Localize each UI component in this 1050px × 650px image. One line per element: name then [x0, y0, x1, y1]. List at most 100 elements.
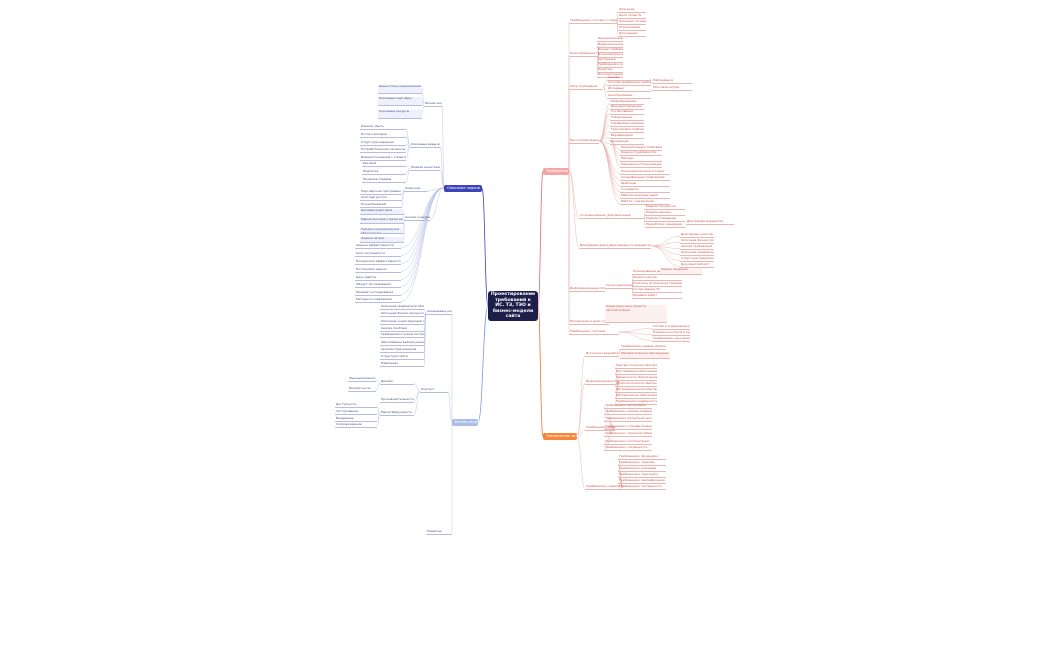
topic-node[interactable]: Диаграммы вариантов — [686, 220, 734, 225]
topic-node[interactable]: Ключевые партнёры — [378, 97, 422, 106]
topic-node[interactable]: Нефункциональные — [597, 43, 623, 48]
topic-node[interactable]: Метрологическое обеспечение — [615, 382, 657, 387]
topic-node[interactable]: Оценка эффективности — [355, 244, 401, 249]
topic-node[interactable]: Диаграммы классов — [680, 233, 714, 238]
topic-node[interactable]: Формализация — [606, 214, 644, 219]
topic-node[interactable]: Организационное обеспечение — [615, 388, 657, 393]
topic-node[interactable]: Каналы сбыта — [360, 125, 406, 130]
topic-node[interactable]: Требования к эксплуатации — [604, 440, 652, 445]
topic-node[interactable]: Информационное обеспечение — [585, 380, 619, 385]
central-topic[interactable]: Проектирование требований к ИС. ТЗ, ТЭО … — [488, 291, 538, 321]
topic-node[interactable]: Срок окупаемости — [355, 252, 401, 257]
topic-node[interactable]: Безопасность — [348, 387, 376, 392]
topic-node[interactable]: Характеристика объекта автоматизации — [605, 305, 667, 323]
topic-node[interactable]: Структура издержек — [360, 141, 406, 146]
topic-node[interactable]: Требования к составу и содержанию работ — [569, 19, 617, 24]
topic-node[interactable]: Требования к персоналу — [618, 473, 666, 478]
topic-node[interactable]: Модели поведения — [645, 217, 685, 222]
topic-node[interactable]: Развитие — [426, 530, 452, 535]
topic-node[interactable]: Утверждение — [610, 116, 644, 121]
topic-node[interactable]: Работа с заказчиком — [620, 200, 670, 205]
topic-node[interactable]: Требования к транспортабельности — [604, 432, 652, 437]
topic-node[interactable]: Модели данных — [645, 211, 685, 216]
topic-node[interactable]: Анализ конкурентов — [404, 216, 430, 221]
topic-node[interactable]: Сопровождение — [579, 214, 609, 219]
topic-node[interactable]: Внедрение — [335, 417, 377, 422]
topic-node[interactable]: Требования к новой системе — [380, 333, 424, 338]
topic-node[interactable]: Оценка рисков — [632, 276, 682, 281]
topic-node[interactable]: Системные — [597, 58, 623, 63]
topic-node[interactable]: Потребительские сегменты — [360, 148, 406, 153]
topic-node[interactable]: Партнёрские программы — [360, 190, 402, 195]
topic-node[interactable]: Требования к патентной чистоте — [604, 417, 652, 422]
topic-node[interactable]: Эксплуатационные — [597, 73, 623, 78]
topic-node[interactable]: Предмет исследования — [355, 291, 401, 296]
topic-node[interactable]: Потоки доходов — [360, 133, 406, 138]
topic-node[interactable]: Валидация — [610, 140, 644, 145]
topic-node[interactable]: Согласование — [610, 110, 644, 115]
topic-node[interactable]: Шаблоны — [620, 182, 670, 187]
topic-node[interactable]: Методическое обеспечение — [615, 394, 657, 399]
topic-node[interactable]: Общие сведения — [660, 268, 702, 275]
topic-node[interactable]: Контент — [420, 388, 448, 393]
topic-node[interactable]: Сопровождение — [335, 423, 377, 428]
topic-node[interactable]: Производительность — [380, 398, 414, 403]
topic-node[interactable]: Пожертвования — [360, 203, 402, 208]
topic-node[interactable]: Навигация — [380, 362, 424, 367]
topic-node[interactable]: Моделирование — [610, 100, 644, 105]
topic-node[interactable]: Мозговой штурм — [652, 86, 692, 91]
topic-node[interactable]: Обоснование выбора решения — [380, 341, 424, 346]
topic-node[interactable]: Платный доступ — [360, 196, 402, 201]
topic-node[interactable]: Рабочая документация — [620, 194, 670, 199]
topic-node[interactable]: Продажа товаров — [362, 178, 406, 183]
topic-node[interactable]: Разработка сценариев — [645, 223, 685, 228]
topic-node[interactable]: Требования к безопасности — [585, 426, 615, 431]
topic-node[interactable]: Согласование ТЗ — [632, 288, 682, 293]
topic-node[interactable]: Диаграммы деятельности — [579, 244, 609, 249]
topic-node[interactable]: Модели процессов — [645, 205, 685, 210]
topic-node[interactable]: Анкетирование — [607, 94, 651, 99]
topic-node[interactable]: Целевая аудитория — [360, 209, 404, 215]
topic-node[interactable]: Оценка трудоёмкости — [620, 151, 662, 156]
topic-node[interactable]: Структура сайта — [380, 355, 424, 360]
topic-node[interactable]: Описание предметной области — [680, 251, 714, 256]
topic-node[interactable]: Анализ требований — [680, 245, 714, 250]
topic-node[interactable]: Допущения — [618, 32, 646, 37]
topic-node[interactable]: Функциональность — [348, 377, 376, 382]
topic-node[interactable]: Требования к интерфейсу — [597, 63, 623, 68]
topic-node[interactable]: Приёмка работ — [632, 294, 682, 299]
topic-node[interactable]: Математическое обеспечение — [620, 352, 670, 359]
topic-node[interactable]: Комиссия — [404, 187, 428, 192]
topic-node[interactable]: Источники разработки — [585, 352, 619, 357]
topic-node[interactable]: Требования к документированию — [652, 337, 690, 342]
topic-node[interactable]: Требования к сохранности — [604, 446, 652, 451]
topic-node[interactable]: Документооборот — [680, 263, 714, 268]
topic-node[interactable]: Ожидаемые результаты — [426, 310, 452, 315]
topic-node[interactable]: Способы выявления требований — [607, 81, 651, 86]
topic-node[interactable]: Объект исследования — [355, 283, 401, 288]
topic-node[interactable]: Диаграммы последовательности — [609, 244, 651, 249]
topic-node[interactable]: Описание предметной области — [380, 305, 424, 310]
topic-node[interactable]: Классификация требований — [569, 52, 599, 57]
topic-node[interactable]: Описание бизнес-процессов — [380, 312, 424, 317]
topic-node[interactable]: Анализ проблем — [380, 327, 424, 332]
topic-node[interactable]: Верификация — [610, 134, 644, 139]
topic-node[interactable]: Функции системы — [618, 20, 646, 25]
topic-node[interactable]: Планирование ресурсов — [632, 270, 682, 275]
topic-node[interactable]: Тестирование — [335, 410, 377, 415]
topic-node[interactable]: Функциональные — [597, 37, 623, 42]
topic-node[interactable]: Требования к защите от влияния — [585, 485, 623, 490]
branch-opisanie[interactable]: Описание задачи — [444, 185, 482, 192]
topic-node[interactable]: Реклама — [362, 162, 406, 167]
topic-node[interactable]: Описание существующей системы — [380, 320, 424, 325]
topic-node[interactable]: Структура предприятия — [680, 257, 714, 262]
topic-node[interactable]: Стандарты — [620, 188, 670, 193]
topic-node[interactable]: Назначение и цели создания системы — [569, 320, 609, 325]
topic-node[interactable]: Требования к видам обеспечения — [620, 345, 666, 350]
topic-node[interactable]: Ключевые виды деятельности — [410, 143, 440, 148]
topic-node[interactable]: Требования к численности — [618, 485, 666, 490]
topic-node[interactable]: Методы — [620, 157, 662, 162]
topic-node[interactable]: Маркетинговая стратегия — [360, 218, 404, 224]
topic-node[interactable]: Требования к стандартизации — [604, 425, 652, 430]
topic-node[interactable]: Взаимоотношения с клиентами — [360, 156, 406, 161]
